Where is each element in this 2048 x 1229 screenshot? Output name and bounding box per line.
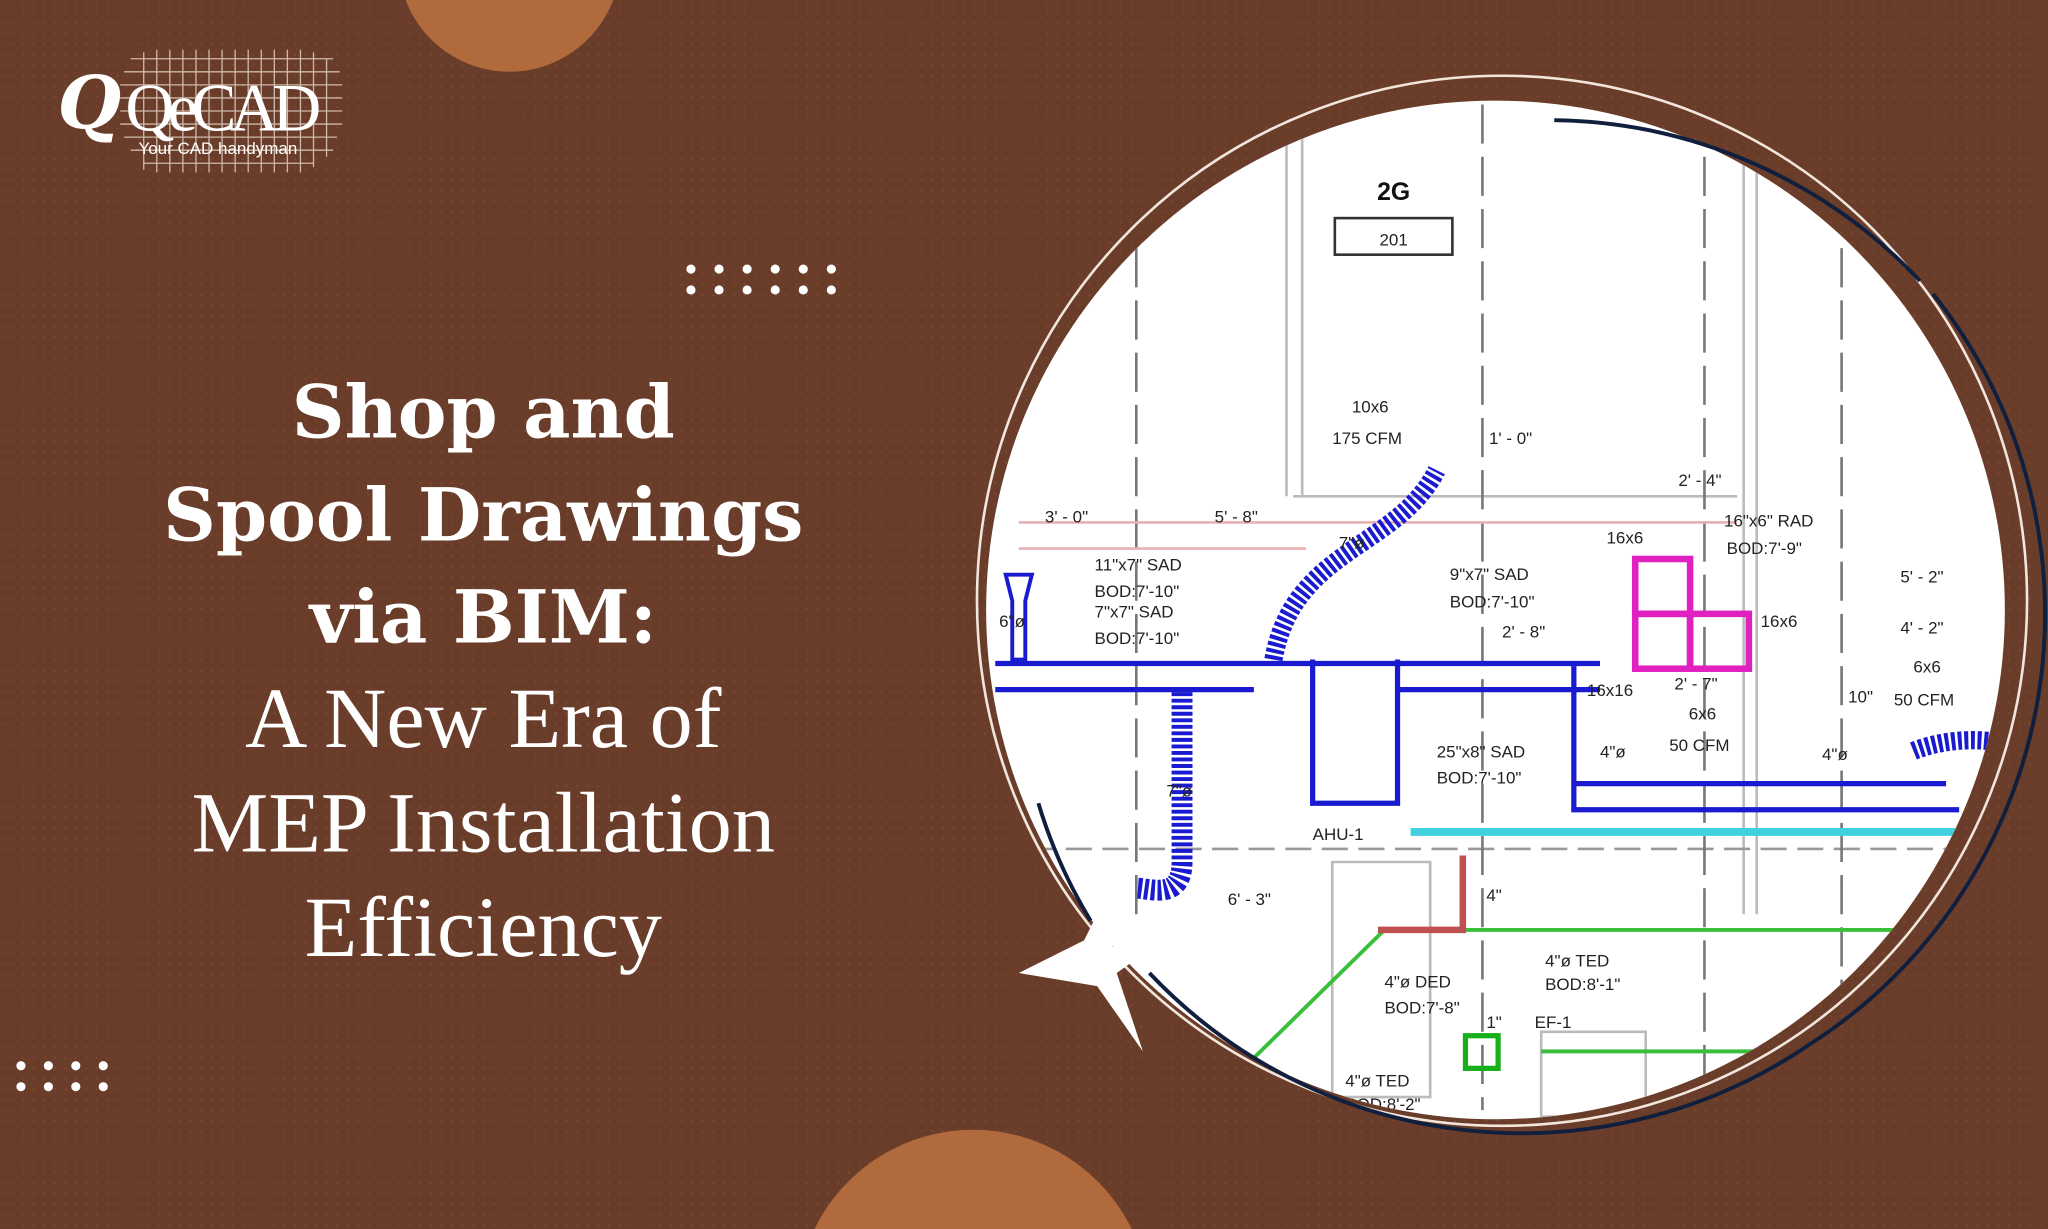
- drawing-label: 7"x7" SAD: [1095, 603, 1174, 622]
- drawing-label: BOD:7'-10": [1095, 629, 1180, 648]
- room-tag: [1333, 216, 1454, 256]
- decor-dot: [826, 285, 836, 295]
- decor-dot: [826, 264, 836, 274]
- drawing-label: 10x6: [1352, 398, 1389, 417]
- drawing-label: 11"x7" SAD: [1095, 556, 1182, 575]
- drawing-label: 6"ø: [999, 612, 1025, 631]
- headline-line-5: MEP Installation: [192, 775, 775, 871]
- drawing-label: 2' - 7": [1674, 675, 1717, 694]
- logo-cad: QeCAD: [125, 70, 321, 146]
- drawing-label: 4' - 2": [1900, 618, 1943, 637]
- drawing-label: 25"x8" SAD: [1437, 743, 1525, 762]
- outer-ring: [975, 74, 2029, 1128]
- drawing-label: 2' - 8": [1502, 622, 1545, 641]
- radiator: [1631, 555, 1753, 672]
- drawing-circle: [986, 100, 2005, 1120]
- headline-line-1: Shop and: [292, 370, 675, 456]
- logo-tagline: Your CAD handyman: [138, 139, 297, 158]
- decor-dot: [742, 285, 752, 295]
- accent-ring-left: [1036, 802, 1093, 922]
- decor-orb-bottom: [814, 1129, 1132, 1229]
- drawing-label: 1": [1486, 1013, 1501, 1032]
- drawing-label: 16x6: [1761, 612, 1798, 631]
- room-name: 2G: [1377, 179, 1410, 206]
- logo-q: Q: [58, 60, 122, 146]
- drawing-label: 5' - 2": [1900, 568, 1943, 587]
- decor-dot: [770, 285, 780, 295]
- drawing-label: 16"x6" RAD: [1724, 511, 1813, 530]
- drawing-label: 10": [1848, 688, 1873, 707]
- mep-drawing: 2G 201 10x6 175 CFM 1' - 0" 3' - 0" 5' - 8" 1…: [992, 104, 2005, 1118]
- drawing-label: BOD:7'-10": [1437, 769, 1522, 788]
- drawing-label: 4"ø: [1600, 743, 1626, 762]
- drawing-label: 50 CFM: [1669, 736, 1729, 755]
- decor-dot: [16, 1082, 26, 1092]
- headline-line-4: A New Era of: [245, 670, 722, 766]
- decor-dot: [43, 1061, 53, 1071]
- sparkle-icon: [1018, 901, 1163, 1052]
- decor-dot: [71, 1082, 81, 1092]
- drawing-label: 6x6: [1913, 658, 1940, 677]
- decor-dot: [798, 264, 808, 274]
- drawing-label: 7"ø: [1339, 534, 1365, 553]
- drawing-label: 50 CFM: [1894, 690, 1954, 709]
- headline-line-2: Spool Drawings: [163, 473, 803, 559]
- decor-dot: [16, 1061, 26, 1071]
- decor-dot: [714, 285, 724, 295]
- logo: Q QeCAD Your CAD handyman: [58, 49, 343, 173]
- drawing-label: BOD:8'-1": [1545, 975, 1620, 994]
- decor-dot: [798, 285, 808, 295]
- drawing-label: 4"ø TED: [1345, 1072, 1409, 1091]
- decor-dot: [686, 285, 696, 295]
- drawing-label: 175 CFM: [1332, 429, 1402, 448]
- decor-dots-bottom: [16, 1061, 108, 1092]
- decor-dot: [714, 264, 724, 274]
- drawing-label: 16x6: [1607, 528, 1644, 547]
- drawing-label: BOD:7'-10": [1095, 582, 1180, 601]
- drawing-label: AHU-1: [1313, 825, 1364, 844]
- drawing-label: BOD:7'-8": [1384, 999, 1459, 1018]
- drawing-label: BOD:7'-9": [1727, 539, 1802, 558]
- decor-dot: [71, 1061, 81, 1071]
- drawing-label: 2' - 4": [1678, 471, 1721, 490]
- drawing-label: 6x6: [1689, 705, 1716, 724]
- room-number: 201: [1379, 231, 1407, 250]
- drawing-label: BOD:7'-10": [1450, 592, 1535, 611]
- decor-dot: [98, 1082, 108, 1092]
- headline-line-3: via BIM:: [308, 575, 657, 661]
- decor-dots-top: [686, 264, 836, 295]
- drawing-label: 4"ø DED: [1384, 972, 1450, 991]
- decor-dot: [98, 1061, 108, 1071]
- drawing-label: EF-1: [1535, 1013, 1572, 1032]
- drawing-label: 7"ø: [1166, 782, 1192, 801]
- accent-ring: [1147, 118, 2047, 1136]
- decor-dot: [686, 264, 696, 274]
- decor-dot: [43, 1082, 53, 1092]
- drawing-label: 6' - 3": [1228, 890, 1271, 909]
- headline-line-6: Efficiency: [305, 879, 662, 975]
- decor-dot: [770, 264, 780, 274]
- drawing-label: 3' - 0": [1045, 507, 1088, 526]
- drawing-label: 4": [1486, 886, 1501, 905]
- drawing-label: 1' - 0": [1489, 429, 1532, 448]
- decor-dot: [742, 264, 752, 274]
- decor-orb-top: [405, 0, 614, 72]
- drawing-label: 9"x7" SAD: [1450, 565, 1529, 584]
- headline: Shop and Spool Drawings via BIM: A New E…: [163, 370, 803, 976]
- drawing-label: 4"ø TED: [1545, 951, 1609, 970]
- drawing-label: 5' - 8": [1215, 507, 1258, 526]
- drawing-label: 16x16: [1587, 681, 1633, 700]
- drawing-label: 4"ø: [1822, 745, 1848, 764]
